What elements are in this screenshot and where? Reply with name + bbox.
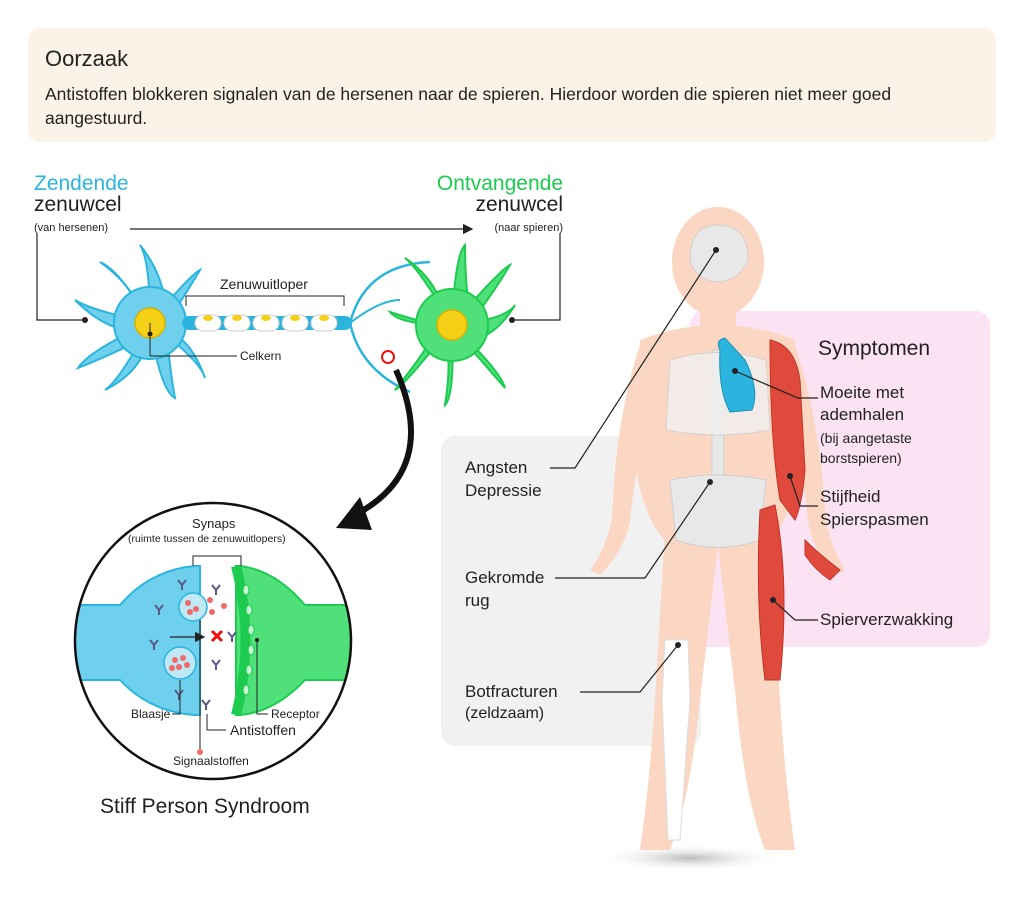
receiving-neuron [381,242,516,408]
breathing-label-2: ademhalen [820,405,905,424]
cause-text: Antistoffen blokkeren signalen van de he… [45,84,892,128]
receiving-title-1: Ontvangende [436,172,563,195]
receiving-leader [512,233,561,321]
synapse-subtitle: (ruimte tussen de zenuwuitlopers) [128,533,286,545]
human-body [590,207,845,872]
symptoms-title: Symptomen [818,337,931,360]
sending-subtitle: (van hersenen) [34,222,108,234]
weakness-label: Spierverzwakking [820,610,954,629]
sending-neuron [74,244,431,400]
fracture-label-2: (zeldzaam) [465,705,545,722]
fracture-label-1: Botfracturen [465,682,558,701]
nucleus-label: Celkern [240,349,282,363]
receiving-title-2: zenuwcel [475,193,563,216]
cause-banner: Oorzaak Antistoffen blokkeren signalen v… [28,28,996,142]
zoom-arrow [353,368,414,518]
spine-label-2: rug [465,591,490,610]
neurotransmitters-label: Signaalstoffen [173,754,249,768]
receptor-label: Receptor [271,707,320,721]
disease-name: Stiff Person Syndroom [100,795,310,818]
synapse-marker [381,350,395,364]
axon-bracket [185,295,345,306]
synapse-title: Synaps [192,516,236,531]
anxiety-label-1: Angsten [465,458,528,477]
breathing-label-4: borstspieren) [820,450,902,466]
sending-title-1: Zendende [34,172,129,195]
cause-title: Oorzaak [45,46,129,71]
breathing-label-1: Moeite met [820,383,905,402]
anxiety-label-2: Depressie [465,481,542,500]
stiffness-label-1: Stijfheid [820,487,881,506]
antibodies-label: Antistoffen [230,722,296,738]
sending-leader [36,233,85,321]
synapse-closeup [73,501,353,781]
stiffness-label-2: Spierspasmen [820,510,929,529]
axon-label: Zenuwuitloper [220,276,308,292]
sending-title-2: zenuwcel [34,193,122,216]
vesicle-label: Blaasje [131,707,171,721]
spine-label-1: Gekromde [465,568,545,587]
receiving-subtitle: (naar spieren) [494,222,563,234]
breathing-label-3: (bij aangetaste [820,430,912,446]
